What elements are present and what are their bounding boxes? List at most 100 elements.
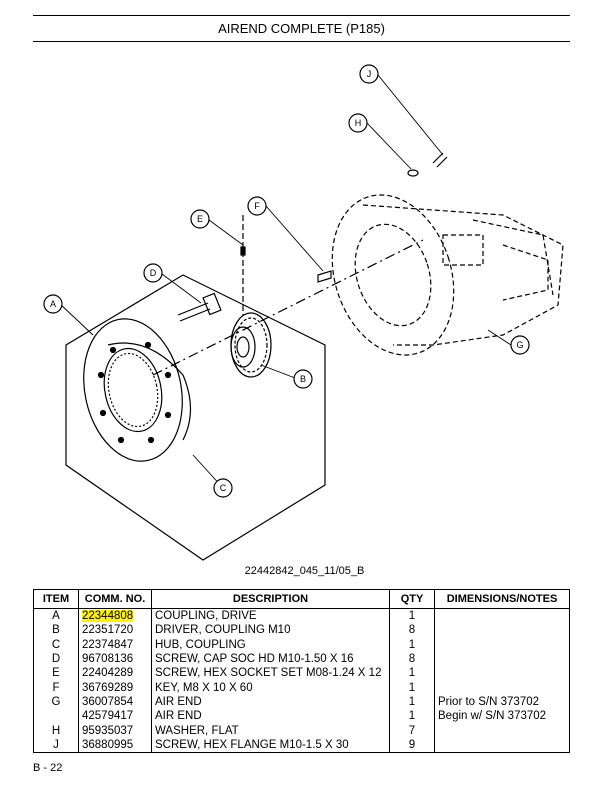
page-title-bar: AIREND COMPLETE (P185)	[33, 15, 570, 42]
cell-desc: DRIVER, COUPLING M10	[151, 623, 390, 638]
cell-qty: 8	[389, 651, 435, 667]
cell-qty: 1	[389, 608, 435, 624]
air-end	[331, 194, 564, 356]
cell-comm: 96708136	[78, 651, 152, 667]
callout-f-label: F	[254, 201, 260, 211]
cell-item: A	[33, 608, 79, 624]
col-item: ITEM	[33, 589, 79, 609]
cell-notes	[434, 737, 570, 753]
parts-table: ITEM COMM. NO. DESCRIPTION QTY DIMENSION…	[33, 589, 570, 753]
assembly-centerline	[152, 239, 424, 376]
coupling-gear	[230, 312, 272, 378]
cell-notes	[434, 608, 570, 624]
cell-item: G	[33, 694, 79, 710]
cell-desc: KEY, M8 X 10 X 60	[151, 680, 390, 695]
callout-c	[213, 478, 233, 498]
cell-item: B	[33, 623, 79, 638]
cell-desc: COUPLING, DRIVE	[151, 608, 390, 624]
cell-comm: 22404289	[78, 666, 152, 681]
cell-comm: 22344808	[78, 608, 152, 624]
cell-desc: SCREW, HEX FLANGE M10-1.5 X 30	[151, 737, 390, 753]
cell-notes: Prior to S/N 373702	[434, 694, 570, 710]
cell-qty: 9	[389, 737, 435, 753]
coupling-enclosure	[65, 274, 326, 561]
col-notes: DIMENSIONS/NOTES	[434, 589, 570, 609]
callout-g	[510, 335, 530, 355]
cell-comm: 22374847	[78, 637, 152, 652]
callout-j-label: J	[367, 69, 372, 79]
cell-desc: HUB, COUPLING	[151, 637, 390, 652]
cell-notes	[434, 651, 570, 667]
cell-notes	[434, 680, 570, 695]
callout-a-label: A	[50, 299, 56, 309]
cell-desc: AIR END	[151, 694, 390, 710]
callout-h-label: H	[355, 118, 362, 128]
cell-comm: 22351720	[78, 623, 152, 638]
cell-desc: WASHER, FLAT	[151, 723, 390, 738]
leader-lines	[58, 74, 512, 489]
callout-f	[247, 196, 267, 216]
hex-flange-screw	[432, 152, 448, 168]
cell-comm: 42579417	[78, 709, 152, 724]
callout-a	[43, 294, 63, 314]
callout-e-label: E	[197, 214, 203, 224]
cell-qty: 7	[389, 723, 435, 738]
cell-item: H	[33, 723, 79, 738]
washer	[407, 169, 419, 177]
cell-notes	[434, 637, 570, 652]
cell-notes	[434, 623, 570, 638]
cell-comm: 36880995	[78, 737, 152, 753]
cap-screw	[177, 292, 222, 322]
cell-qty: 1	[389, 709, 435, 724]
callout-j	[359, 64, 379, 84]
callout-d	[143, 263, 163, 283]
exploded-parts-diagram: J H E F D A B C G	[43, 64, 564, 561]
callouts	[43, 64, 530, 498]
callout-g-label: G	[516, 340, 523, 350]
page-title: AIREND COMPLETE (P185)	[218, 21, 385, 36]
key	[317, 270, 332, 283]
figure-reference: 22442842_045_11/05_B	[244, 565, 365, 577]
cell-notes	[434, 666, 570, 681]
callout-d-label: D	[150, 268, 157, 278]
cell-desc: SCREW, HEX SOCKET SET M08-1.24 X 12	[151, 666, 390, 681]
cell-item: F	[33, 680, 79, 695]
cell-comm: 36769289	[78, 680, 152, 695]
cell-item: D	[33, 651, 79, 667]
coupling-hub	[83, 318, 192, 462]
col-comm-no: COMM. NO.	[78, 589, 152, 609]
cell-item: J	[33, 737, 79, 753]
cell-qty: 1	[389, 666, 435, 681]
cell-desc: AIR END	[151, 709, 390, 724]
callout-h	[348, 113, 368, 133]
cell-item: C	[33, 637, 79, 652]
cell-qty: 1	[389, 694, 435, 710]
cell-notes: Begin w/ S/N 373702	[434, 709, 570, 724]
cell-notes	[434, 723, 570, 738]
callout-e	[190, 209, 210, 229]
parts-table-header: ITEM COMM. NO. DESCRIPTION QTY DIMENSION…	[33, 589, 570, 609]
cell-item	[33, 709, 79, 724]
highlighted-part-number: 22344808	[82, 610, 134, 623]
col-qty: QTY	[389, 589, 435, 609]
cell-comm: 95935037	[78, 723, 152, 738]
set-screw	[240, 246, 246, 256]
col-description: DESCRIPTION	[151, 589, 390, 609]
callout-c-label: C	[220, 483, 227, 493]
cell-qty: 8	[389, 623, 435, 638]
cell-qty: 1	[389, 637, 435, 652]
cell-comm: 36007854	[78, 694, 152, 710]
cell-qty: 1	[389, 680, 435, 695]
cell-item: E	[33, 666, 79, 681]
